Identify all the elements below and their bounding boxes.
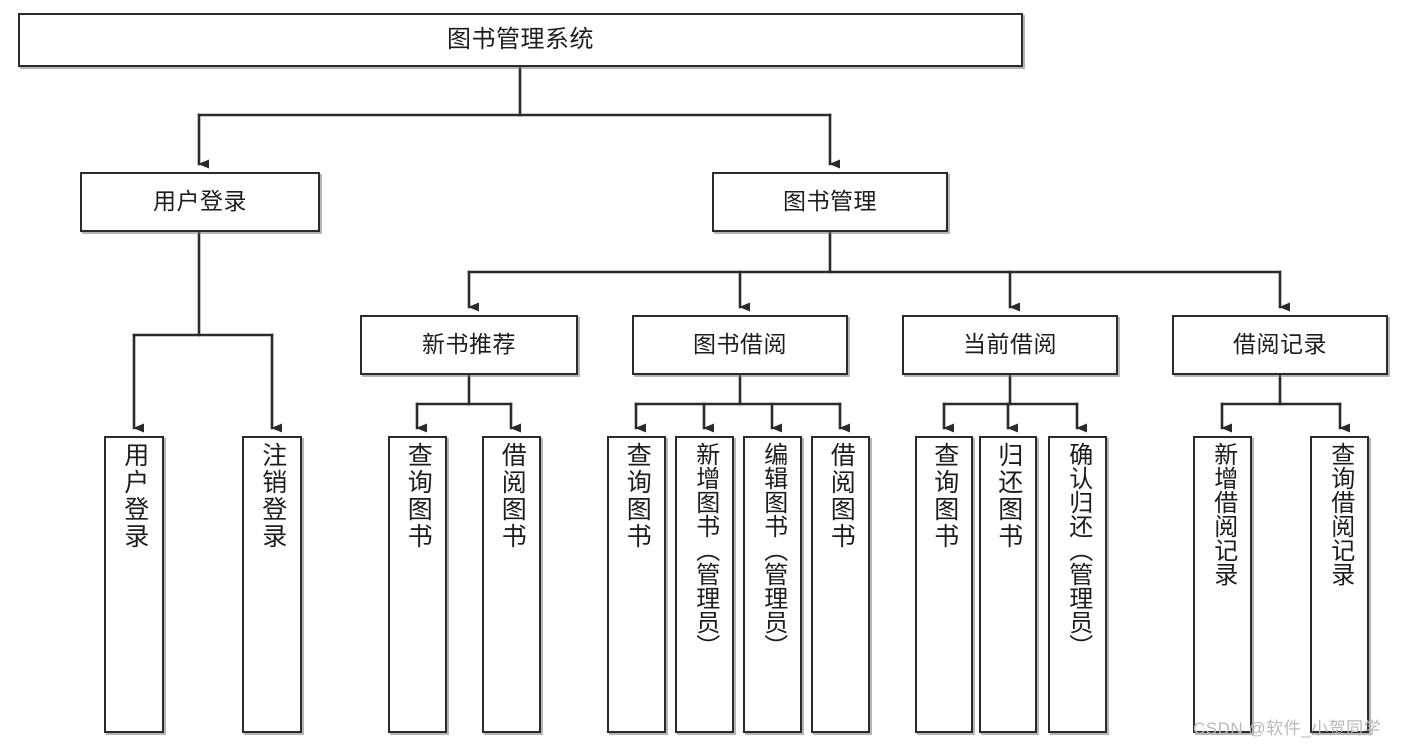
node-leaf-edit-book-admin[interactable]: 编辑图书（管理员） — [743, 436, 802, 733]
node-user-login[interactable]: 用户登录 — [80, 172, 320, 232]
node-root-book-management-system[interactable]: 图书管理系统 — [18, 13, 1023, 67]
node-label: 图书管理系统 — [447, 25, 594, 53]
node-label: 查询图书 — [930, 442, 959, 550]
node-label: 图书管理 — [783, 188, 877, 215]
node-label: 归还图书 — [994, 442, 1023, 550]
node-leaf-logout-login[interactable]: 注销登录 — [242, 436, 302, 733]
node-label: 借阅图书 — [498, 442, 527, 550]
node-label: 注销登录 — [258, 442, 287, 550]
node-label: 借阅记录 — [1233, 331, 1327, 358]
node-leaf-add-borrow-record[interactable]: 新增借阅记录 — [1193, 436, 1252, 733]
node-book-borrow[interactable]: 图书借阅 — [632, 315, 848, 375]
node-leaf-add-book-admin[interactable]: 新增图书（管理员） — [675, 436, 734, 733]
node-leaf-query-book-borrow[interactable]: 查询图书 — [607, 436, 666, 733]
node-leaf-borrow-book-borrow[interactable]: 借阅图书 — [811, 436, 870, 733]
node-label: 新增借阅记录 — [1209, 442, 1237, 586]
csdn-watermark: CSDN @软件_小贺同学 — [1193, 719, 1382, 738]
node-label: 用户登录 — [153, 188, 247, 215]
node-leaf-return-book[interactable]: 归还图书 — [979, 436, 1037, 733]
node-label: 图书借阅 — [693, 331, 787, 358]
node-label: 新增图书（管理员） — [691, 442, 719, 658]
node-label: 查询借阅记录 — [1326, 442, 1354, 586]
node-label: 新书推荐 — [422, 331, 516, 358]
node-label: 当前借阅 — [963, 331, 1057, 358]
node-leaf-query-borrow-record[interactable]: 查询借阅记录 — [1310, 436, 1369, 733]
node-leaf-query-book-current[interactable]: 查询图书 — [915, 436, 973, 733]
node-label: 借阅图书 — [827, 442, 856, 550]
node-leaf-confirm-return-admin[interactable]: 确认归还（管理员） — [1048, 436, 1107, 733]
node-new-book-recommend[interactable]: 新书推荐 — [360, 315, 578, 375]
node-label: 用户登录 — [120, 442, 149, 550]
node-label: 查询图书 — [623, 442, 652, 550]
node-leaf-query-book-recommend[interactable]: 查询图书 — [388, 436, 447, 733]
node-current-borrow[interactable]: 当前借阅 — [902, 315, 1118, 375]
node-label: 确认归还（管理员） — [1064, 442, 1092, 658]
node-leaf-borrow-book-recommend[interactable]: 借阅图书 — [482, 436, 541, 733]
node-book-management[interactable]: 图书管理 — [712, 172, 948, 232]
node-borrow-record[interactable]: 借阅记录 — [1172, 315, 1388, 375]
node-label: 编辑图书（管理员） — [759, 442, 787, 658]
node-label: 查询图书 — [404, 442, 433, 550]
node-leaf-user-login[interactable]: 用户登录 — [104, 436, 164, 733]
